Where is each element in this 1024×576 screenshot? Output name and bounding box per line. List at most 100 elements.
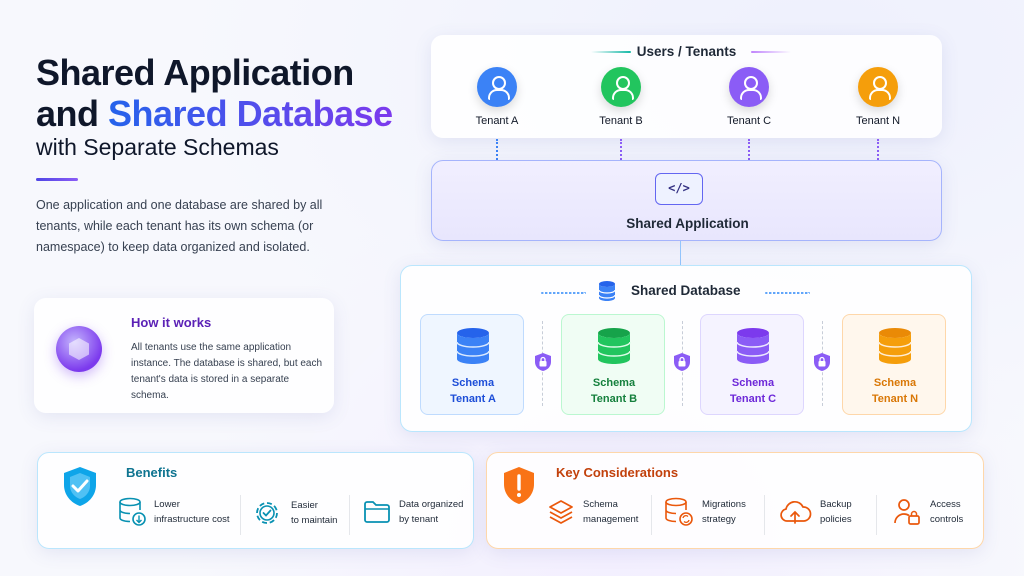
warning-shield-icon: [504, 467, 534, 504]
connector-tenant-b: [620, 139, 622, 160]
consideration-line1: Backup: [820, 499, 852, 510]
benefit-line2: infrastructure cost: [154, 514, 230, 525]
tenant-label: Tenant B: [599, 115, 643, 127]
title-accent: Shared Database: [108, 93, 393, 134]
connector-tenant-n: [877, 139, 879, 160]
title-line-1: Shared Application: [36, 52, 354, 93]
schema-label: Schema Tenant C: [701, 375, 805, 407]
connector-tenant-a: [496, 139, 498, 160]
benefit-data-organized: Data organized by tenant: [363, 497, 463, 527]
schema-label-line2: Tenant N: [871, 393, 919, 405]
divider: [349, 495, 350, 535]
consideration-line1: Schema: [583, 499, 618, 510]
benefit-line1: Lower: [154, 499, 180, 510]
consideration-line2: management: [583, 514, 639, 525]
consideration-text: Schema management: [583, 497, 638, 527]
page-subtitle: with Separate Schemas: [36, 134, 279, 160]
tenant-b: Tenant B: [581, 67, 661, 127]
user-icon: [729, 67, 769, 107]
schema-tenant-c: Schema Tenant C: [700, 314, 804, 415]
consideration-text: Access controls: [930, 497, 963, 527]
tenant-n: Tenant N: [838, 67, 918, 127]
tenant-c: Tenant C: [709, 67, 789, 127]
consideration-line2: strategy: [702, 514, 736, 525]
consideration-line1: Migrations: [702, 499, 746, 510]
schema-tenant-n: Schema Tenant N: [842, 314, 946, 415]
gear-check-icon: [256, 502, 278, 524]
divider: [764, 495, 765, 535]
layers-icon: [549, 500, 573, 524]
benefit-text: Lower infrastructure cost: [154, 497, 230, 527]
benefit-lower-cost: Lower infrastructure cost: [118, 497, 230, 527]
divider: [240, 495, 241, 535]
decor-line-left: [541, 292, 586, 294]
users-tenants-card: Users / Tenants Tenant A Tenant B Tenant…: [431, 35, 942, 138]
schema-tenant-b: Schema Tenant B: [561, 314, 665, 415]
lock-shield-icon: [535, 353, 551, 371]
hexagon-cube-icon: [56, 326, 102, 372]
divider: [876, 495, 877, 535]
connector-tenant-c: [748, 139, 750, 160]
consideration-migrations: Migrations strategy: [664, 497, 746, 527]
tenant-label: Tenant N: [855, 115, 901, 127]
key-considerations-card: Key Considerations Schema management Mig…: [486, 452, 984, 549]
consideration-text: Backup policies: [820, 497, 852, 527]
user-icon: [858, 67, 898, 107]
schema-label-line2: Tenant A: [450, 393, 496, 405]
benefit-line1: Easier: [291, 500, 318, 511]
consideration-access: Access controls: [892, 497, 963, 527]
benefit-easier-maintain: Easier to maintain: [251, 497, 337, 529]
schema-label-line1: Schema: [731, 377, 775, 389]
consideration-backup: Backup policies: [778, 497, 852, 527]
schema-label: Schema Tenant N: [843, 375, 947, 407]
users-title: Users / Tenants: [636, 44, 737, 59]
benefit-text: Data organized by tenant: [399, 497, 463, 527]
schema-label-line1: Schema: [451, 377, 495, 389]
database-savings-icon: [119, 497, 146, 526]
schema-label-line1: Schema: [592, 377, 636, 389]
benefits-card: Benefits Lower infrastructure cost Easie…: [37, 452, 474, 549]
consideration-line2: policies: [820, 514, 852, 525]
database-sync-icon: [665, 497, 693, 526]
tenant-label: Tenant A: [475, 115, 519, 127]
schema-label-line2: Tenant C: [729, 393, 777, 405]
user-icon: [477, 67, 517, 107]
title-underline: [36, 178, 78, 181]
consideration-line1: Access: [930, 499, 961, 510]
title-and: and: [36, 93, 109, 134]
lock-shield-icon: [674, 353, 690, 371]
decor-line-right: [751, 51, 791, 53]
lock-shield-icon: [814, 353, 830, 371]
benefit-line2: to maintain: [291, 515, 338, 526]
shared-application-label: Shared Application: [626, 216, 749, 231]
user-icon: [601, 67, 641, 107]
user-lock-icon: [894, 499, 920, 525]
consideration-text: Migrations strategy: [702, 497, 746, 527]
schema-label: Schema Tenant A: [421, 375, 525, 407]
folder-icon: [364, 501, 390, 523]
schema-tenant-a: Schema Tenant A: [420, 314, 524, 415]
divider: [651, 495, 652, 535]
schema-label: Schema Tenant B: [562, 375, 666, 407]
shield-check-icon: [64, 467, 96, 506]
shared-database-card: Shared Database Schema Tenant A Schema T…: [400, 265, 972, 432]
page-title: Shared Application and Shared Database: [36, 52, 393, 134]
tenant-a: Tenant A: [457, 67, 537, 127]
how-it-works-card: How it works All tenants use the same ap…: [34, 298, 334, 413]
decor-line-left: [591, 51, 631, 53]
database-icon: [878, 328, 912, 364]
benefit-text: Easier to maintain: [291, 498, 337, 528]
decor-line-right: [765, 292, 810, 294]
page-description: One application and one database are sha…: [36, 198, 323, 254]
database-icon: [598, 281, 616, 301]
database-icon: [736, 328, 770, 364]
how-it-works-text: All tenants use the same application ins…: [131, 342, 323, 401]
connector-app-db: [680, 241, 681, 265]
benefit-line1: Data organized: [399, 499, 464, 510]
database-icon: [456, 328, 490, 364]
tenant-label: Tenant C: [726, 115, 772, 127]
shared-database-title: Shared Database: [631, 283, 741, 298]
schema-label-line1: Schema: [873, 377, 917, 389]
title-line-2: and Shared Database: [36, 93, 393, 134]
benefits-title: Benefits: [126, 465, 178, 480]
